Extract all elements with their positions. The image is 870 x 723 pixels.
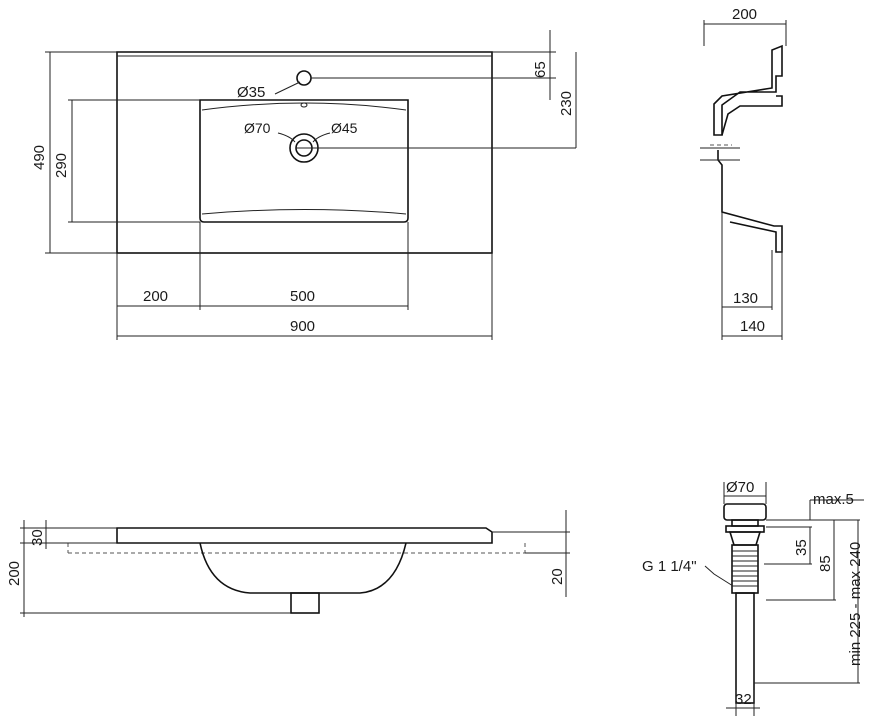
side-profile bbox=[713, 44, 783, 136]
front-bowl bbox=[199, 542, 407, 594]
drain-dim-max: max.5 bbox=[813, 491, 854, 508]
side-dim-top: 200 bbox=[732, 6, 757, 23]
drain-detail: Ø70 max.5 35 85 min 225 - max 240 G 1 1/… bbox=[642, 479, 864, 716]
dim-drain-from-back: 230 bbox=[558, 91, 575, 116]
thread-lines bbox=[732, 550, 758, 587]
drain-dim-35: 35 bbox=[793, 539, 810, 556]
dim-bowl-width: 500 bbox=[290, 288, 315, 305]
dim-bowl-depth: 290 bbox=[53, 153, 70, 178]
drain-dim-85: 85 bbox=[817, 555, 834, 572]
side-view: 200 130 140 bbox=[700, 6, 787, 340]
countertop-outline bbox=[116, 51, 493, 254]
front-view: 30 200 20 bbox=[6, 510, 570, 617]
front-dim-edge: 20 bbox=[549, 568, 566, 585]
dim-offset-left: 200 bbox=[143, 288, 168, 305]
dim-depth-total: 490 bbox=[31, 145, 48, 170]
front-drain bbox=[290, 592, 320, 614]
bowl-outline bbox=[199, 99, 409, 223]
drain-cap-diameter: Ø70 bbox=[726, 479, 754, 496]
drain-inner-diameter: Ø45 bbox=[331, 120, 358, 136]
front-dim-height: 200 bbox=[6, 561, 23, 586]
top-view: Ø35 Ø70 Ø45 900 200 500 490 290 65 230 bbox=[31, 30, 577, 340]
front-rim bbox=[116, 527, 493, 544]
side-dim-130: 130 bbox=[733, 290, 758, 307]
drain-cap bbox=[723, 503, 767, 521]
dim-tap-from-back: 65 bbox=[532, 61, 549, 78]
drain-pipe bbox=[735, 592, 755, 704]
drain-thread-label: G 1 1/4" bbox=[642, 558, 697, 575]
drain-dim-pipe: 32 bbox=[735, 691, 752, 708]
front-dim-rim: 30 bbox=[29, 529, 46, 546]
drain-dim-range: min 225 - max 240 bbox=[847, 542, 864, 666]
side-dim-140: 140 bbox=[740, 318, 765, 335]
tap-hole-diameter: Ø35 bbox=[237, 84, 265, 101]
drain-outer-diameter: Ø70 bbox=[244, 120, 271, 136]
overflow-hole bbox=[300, 102, 308, 108]
dim-width-total: 900 bbox=[290, 318, 315, 335]
